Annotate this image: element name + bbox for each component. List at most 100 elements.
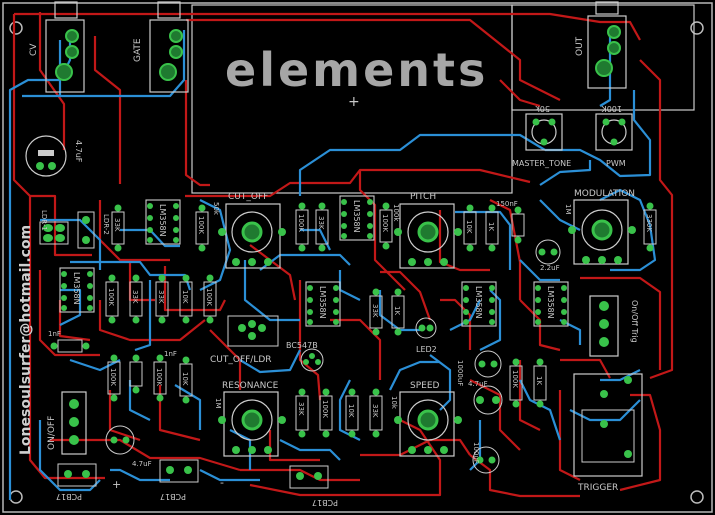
ic-b-label: LM358N: [72, 272, 81, 305]
resistor-x-label: 1K: [535, 376, 543, 385]
jack-gate-label: GATE: [133, 38, 143, 62]
resistor-j-label: 33K: [131, 290, 139, 304]
on-off-trig: On/Off Trig: [589, 295, 639, 357]
resistor-e-label: 330K: [645, 214, 653, 232]
trigger-switch: TRIGGER: [573, 373, 643, 493]
cap-1nf-mid: 1nF: [129, 350, 177, 394]
small-caps: 150nF 1nF 1nF: [48, 200, 525, 394]
trim-master-tone: 50k MASTER_TONE: [512, 104, 571, 168]
on-off-label: ON/OFF: [47, 416, 57, 450]
ic-f-label: LM358N: [546, 286, 555, 319]
cap-100uf: 100uF: [472, 442, 500, 474]
pot-speed-label: SPEED: [410, 381, 440, 391]
resistor-e: 330K: [643, 202, 657, 252]
resistor-p-label: 100K: [109, 368, 117, 386]
resistor-v-label: 33K: [371, 404, 379, 418]
regulator-a-label: PCB17: [56, 492, 82, 501]
ldr-connectors: LDR-1 LDR-2: [39, 210, 110, 249]
mount-hole-tl: [9, 21, 23, 35]
resistor-g: 10K: [463, 204, 477, 252]
resistor-j: 33K: [129, 274, 143, 324]
cap-150nf-label: 150nF: [496, 200, 518, 208]
pot-modulation: MODULATION 1M: [564, 189, 636, 265]
resistors: 33K 100K 100K 33K 330K 100K 10K 1K 100K …: [105, 202, 657, 438]
top-traces: [12, 12, 674, 498]
mount-hole-br: [690, 490, 704, 504]
ic-c-label: LM358N: [352, 200, 361, 233]
resistor-x: 1K: [533, 358, 547, 408]
cap-150nf: 150nF: [496, 200, 525, 244]
trigger-label: TRIGGER: [577, 483, 618, 493]
resistor-r-label: 10K: [181, 372, 189, 386]
side-email: Lonesoulsurfer@hotmail.com: [18, 225, 34, 455]
center-plus-mark: +: [348, 94, 360, 110]
pot-cut-off: CUT_OFF 50k: [212, 192, 286, 269]
resistor-b: 100K: [195, 204, 209, 252]
trim-master-tone-value: 50k: [535, 104, 550, 113]
ic-d-label: LM358N: [318, 286, 327, 319]
resistor-f: 100K: [379, 202, 393, 250]
cap-47uf-mid-label: 4.7uF: [468, 380, 488, 388]
pot-pitch-label: PITCH: [410, 192, 436, 202]
jack-out-label: OUT: [575, 36, 585, 56]
jack-cv: CV: [29, 1, 85, 93]
pot-modulation-label: MODULATION: [574, 189, 635, 199]
resistor-g-label: 10K: [465, 220, 473, 234]
ic-e-outline: [461, 281, 497, 327]
transistor-label: BC547B: [286, 341, 318, 350]
resistor-k: 33K: [155, 274, 169, 324]
resistor-h-label: 1K: [487, 222, 495, 231]
cap-1000uf: 1000uF: [456, 360, 503, 415]
resistor-n-label: 33K: [371, 304, 379, 318]
resistor-v: 33K: [369, 388, 383, 438]
regulator-c-label: PCB17: [312, 498, 338, 507]
regulators: PCB17 PCB17 PCB17: [56, 459, 338, 507]
led2: LED2: [415, 317, 437, 354]
cap-1nf-mid-label: 1nF: [164, 350, 177, 358]
electrolytics: 2.2uF 4.7uF 4.7uF 1000uF 100uF: [105, 239, 561, 474]
ic-f-outline: [533, 281, 569, 327]
resistor-m: 100K: [203, 274, 217, 324]
pot-cut-off-value: 50k: [212, 202, 220, 216]
resistor-f-label: 100K: [381, 214, 389, 232]
regulator-b: PCB17: [159, 459, 199, 501]
pot-speed: SPEED 10k: [390, 381, 462, 457]
enclosure-outline-right: [511, 4, 695, 111]
resistor-n: 33K: [369, 288, 383, 336]
on-off-switch: ON/OFF: [47, 391, 87, 455]
resistor-w-label: 100K: [511, 370, 519, 388]
regulator-a: PCB17: [56, 463, 97, 501]
cap-100uf-label: 100uF: [472, 442, 480, 464]
resistor-w: 100K: [509, 358, 523, 408]
resistor-l: 10K: [179, 274, 193, 324]
resistor-a-label: 33K: [113, 218, 121, 232]
on-off-trig-label: On/Off Trig: [630, 300, 639, 343]
resistor-m-label: 100K: [205, 288, 213, 306]
cut-off-ldr-label: CUT_OFF/LDR: [210, 355, 272, 365]
ic-c-outline: [339, 195, 375, 241]
resistor-h: 1K: [485, 204, 499, 252]
cap-22uf: 2.2uF: [535, 239, 561, 272]
ic-pins: [61, 199, 567, 325]
resistor-k-label: 33K: [157, 290, 165, 304]
ic-e-label: LM358N: [474, 286, 483, 319]
board-logo: elements: [225, 43, 488, 97]
pot-cut-off-label: CUT_OFF: [228, 192, 268, 202]
pot-pitch-value: 100k: [392, 204, 400, 222]
master-tone-label: MASTER_TONE: [512, 159, 571, 168]
pwm-label: PWM: [606, 159, 626, 168]
jack-cv-label: CV: [29, 43, 39, 56]
resistor-s-label: 33K: [297, 402, 305, 416]
resistor-s: 33K: [295, 388, 309, 438]
cap-47uf-bottom: 4.7uF: [105, 425, 152, 468]
pot-resonance-label: RESONANCE: [222, 381, 279, 391]
resistor-t-label: 100K: [321, 400, 329, 418]
cap-1nf-left: 1nF: [48, 330, 90, 353]
led2-label: LED2: [416, 345, 437, 354]
cap-22uf-label: 2.2uF: [540, 264, 560, 272]
regulator-b-label: PCB17: [160, 492, 186, 501]
resistor-o: 1K: [391, 288, 405, 336]
resistor-c: 100K: [295, 202, 309, 252]
